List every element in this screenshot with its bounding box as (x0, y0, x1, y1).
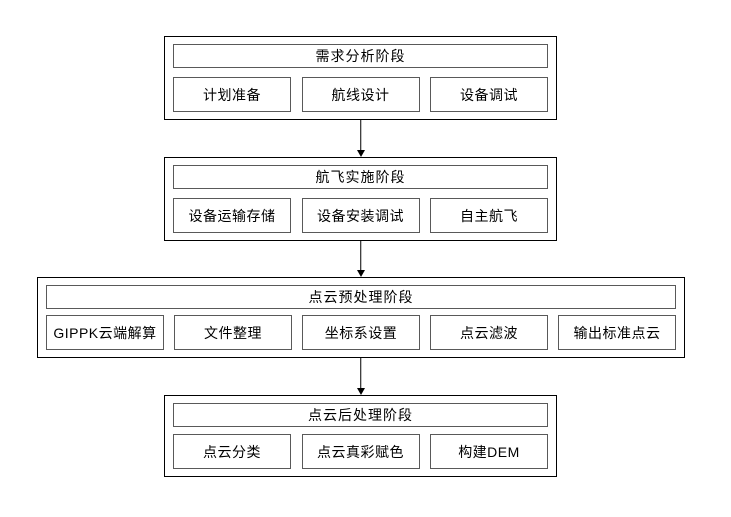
step-label: 坐标系设置 (324, 324, 398, 341)
flow-arrow-down-2 (354, 241, 367, 277)
stage-title: 航飞实施阶段 (315, 169, 406, 185)
step-box: GIPPK云端解算 (46, 315, 164, 350)
step-box: 坐标系设置 (302, 315, 420, 350)
stage-steps-row: 计划准备 航线设计 设备调试 (173, 77, 548, 112)
step-label: 计划准备 (203, 86, 261, 103)
step-box: 文件整理 (174, 315, 292, 350)
step-box: 航线设计 (301, 77, 420, 112)
arrow-head-icon (356, 150, 365, 157)
step-label: 点云滤波 (460, 324, 518, 341)
stage-title-box: 点云预处理阶段 (46, 285, 676, 309)
stage-title-box: 需求分析阶段 (173, 44, 548, 68)
stage-flight-implementation: 航飞实施阶段 设备运输存储 设备安装调试 自主航飞 (164, 157, 557, 241)
step-box: 点云分类 (173, 434, 291, 469)
step-box: 自主航飞 (430, 198, 548, 233)
step-label: 点云真彩赋色 (317, 443, 404, 460)
stage-title-box: 航飞实施阶段 (173, 165, 548, 189)
stage-requirements-analysis: 需求分析阶段 计划准备 航线设计 设备调试 (164, 36, 557, 120)
step-label: 点云分类 (203, 443, 261, 460)
stage-title: 需求分析阶段 (315, 48, 406, 64)
stage-title: 点云后处理阶段 (308, 407, 413, 423)
step-box: 点云真彩赋色 (301, 434, 420, 469)
flow-arrow-down-1 (354, 120, 367, 157)
step-label: 设备运输存储 (188, 207, 276, 224)
arrow-head-icon (356, 270, 365, 277)
step-box: 输出标准点云 (558, 315, 676, 350)
arrow-shaft (359, 358, 362, 390)
stage-title: 点云预处理阶段 (308, 289, 414, 305)
flow-arrow-down-3 (354, 358, 367, 395)
stage-steps-row: 设备运输存储 设备安装调试 自主航飞 (173, 198, 548, 233)
stage-title-box: 点云后处理阶段 (173, 403, 548, 427)
step-box: 计划准备 (173, 77, 291, 112)
step-box: 设备安装调试 (301, 198, 420, 233)
stage-pointcloud-preprocessing: 点云预处理阶段 GIPPK云端解算 文件整理 坐标系设置 点云滤波 输出标准点云 (37, 277, 685, 358)
stage-pointcloud-postprocessing: 点云后处理阶段 点云分类 点云真彩赋色 构建DEM (164, 395, 557, 477)
step-box: 构建DEM (430, 434, 548, 469)
arrow-shaft (359, 120, 362, 152)
step-label: 设备安装调试 (317, 207, 404, 224)
step-label: 输出标准点云 (573, 324, 661, 341)
step-label: GIPPK云端解算 (53, 324, 157, 341)
stage-steps-row: 点云分类 点云真彩赋色 构建DEM (173, 434, 548, 469)
step-label: 构建DEM (458, 443, 520, 460)
step-box: 设备运输存储 (173, 198, 291, 233)
arrow-head-icon (356, 388, 365, 395)
arrow-shaft (359, 241, 362, 272)
stage-steps-row: GIPPK云端解算 文件整理 坐标系设置 点云滤波 输出标准点云 (46, 315, 676, 350)
step-label: 自主航飞 (460, 207, 518, 224)
step-box: 设备调试 (430, 77, 548, 112)
step-box: 点云滤波 (430, 315, 548, 350)
step-label: 文件整理 (204, 324, 262, 341)
step-label: 航线设计 (331, 86, 390, 103)
step-label: 设备调试 (460, 86, 518, 103)
